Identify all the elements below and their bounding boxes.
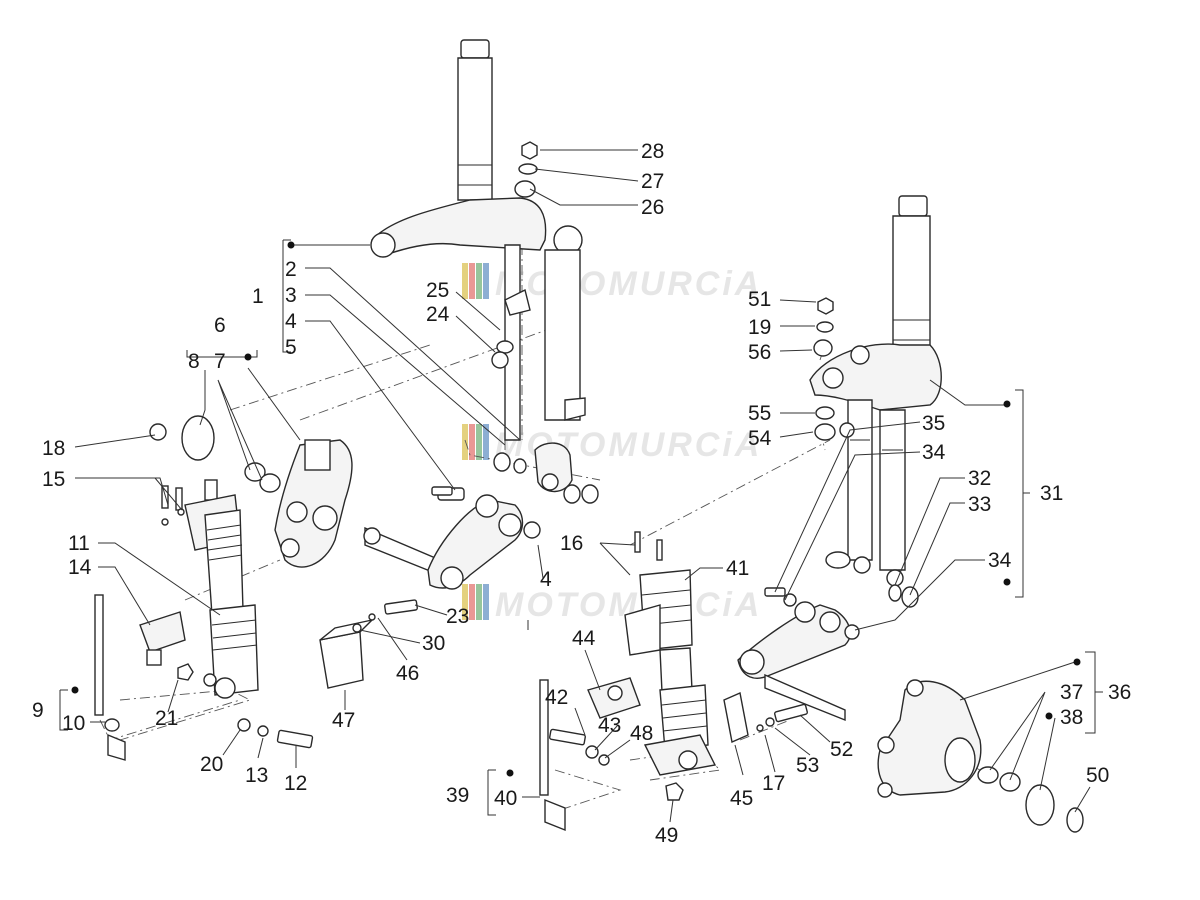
watermark-bottom: MOTOMURCiA xyxy=(462,584,759,624)
steering-column-left xyxy=(370,39,586,493)
callout-17: 17 xyxy=(762,772,785,795)
callout-26: 26 xyxy=(641,196,664,219)
callout-11: 11 xyxy=(68,532,90,555)
callout-51: 51 xyxy=(748,288,771,311)
callout-9: 9 xyxy=(32,699,44,722)
callout-4-second: 4 xyxy=(540,568,552,591)
reference-dots xyxy=(71,241,1081,777)
callout-48: 48 xyxy=(630,722,653,745)
callout-25: 25 xyxy=(426,279,449,302)
callout-19: 19 xyxy=(748,316,771,339)
callout-27: 27 xyxy=(641,170,664,193)
callout-53: 53 xyxy=(796,754,819,777)
watermark-top: MOTOMURCiA xyxy=(462,263,762,303)
callout-49: 49 xyxy=(655,824,678,847)
small-parts xyxy=(94,141,919,832)
callout-42: 42 xyxy=(545,686,568,709)
callout-34-upper: 34 xyxy=(922,441,946,464)
callout-40: 40 xyxy=(494,787,517,810)
callout-20: 20 xyxy=(200,753,223,776)
callout-16: 16 xyxy=(560,532,583,555)
callout-47: 47 xyxy=(332,709,355,732)
steering-column-right xyxy=(809,195,942,587)
callout-24: 24 xyxy=(426,303,450,326)
callout-5: 5 xyxy=(285,336,297,359)
callout-55: 55 xyxy=(748,402,771,425)
svg-text:MOTOMURCiA: MOTOMURCiA xyxy=(495,265,762,303)
callout-2: 2 xyxy=(285,258,297,281)
callout-33: 33 xyxy=(968,493,991,516)
callout-13: 13 xyxy=(245,764,268,787)
callout-6: 6 xyxy=(214,314,226,337)
leader-lines xyxy=(59,149,1103,823)
callout-7: 7 xyxy=(214,350,226,373)
callout-21: 21 xyxy=(155,707,178,730)
callout-36: 36 xyxy=(1108,681,1131,704)
shock-absorber-right xyxy=(624,569,717,776)
callout-8: 8 xyxy=(188,350,200,373)
callout-44: 44 xyxy=(572,627,596,650)
callout-3: 3 xyxy=(285,284,297,307)
callout-10: 10 xyxy=(62,712,85,735)
callout-28: 28 xyxy=(641,140,664,163)
callout-39: 39 xyxy=(446,784,469,807)
swing-arm-right xyxy=(737,593,860,722)
callout-35: 35 xyxy=(922,412,945,435)
callout-43: 43 xyxy=(598,714,621,737)
callout-31: 31 xyxy=(1040,482,1063,505)
shock-absorber-left xyxy=(184,479,259,699)
callout-23: 23 xyxy=(446,605,469,628)
callout-15: 15 xyxy=(42,468,65,491)
callout-1: 1 xyxy=(252,285,264,308)
callout-32: 32 xyxy=(968,467,991,490)
callout-38: 38 xyxy=(1060,706,1083,729)
hub-housing-right xyxy=(877,679,1084,833)
hub-holder-left xyxy=(274,439,353,568)
callout-45: 45 xyxy=(730,787,753,810)
callout-labels: 1 2 3 4 5 6 7 8 9 10 11 12 13 14 15 16 1… xyxy=(32,140,1131,847)
callout-50: 50 xyxy=(1086,764,1109,787)
callout-37: 37 xyxy=(1060,681,1083,704)
callout-14: 14 xyxy=(68,556,92,579)
callout-12: 12 xyxy=(284,772,307,795)
callout-46: 46 xyxy=(396,662,419,685)
callout-54: 54 xyxy=(748,427,772,450)
callout-4: 4 xyxy=(285,310,297,333)
callout-56: 56 xyxy=(748,341,771,364)
callout-34-lower: 34 xyxy=(988,549,1012,572)
callout-52: 52 xyxy=(830,738,853,761)
callout-41: 41 xyxy=(726,557,749,580)
swing-arm-center xyxy=(363,487,541,590)
callout-30: 30 xyxy=(422,632,445,655)
callout-18: 18 xyxy=(42,437,65,460)
